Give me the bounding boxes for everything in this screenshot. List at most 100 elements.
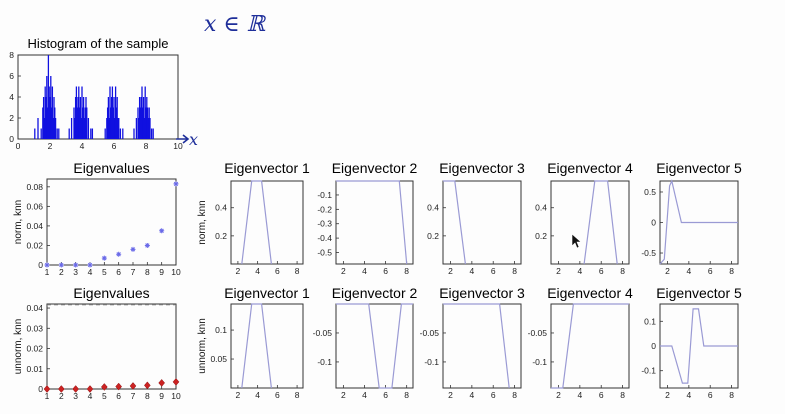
eigenvector-series-line xyxy=(443,303,510,389)
histogram-bar xyxy=(139,107,142,139)
histogram-bar xyxy=(56,128,58,139)
x-tick-label: 6 xyxy=(708,266,713,276)
chart-title-1: Histogram of the sample xyxy=(28,36,169,51)
eigenvector-series-line xyxy=(336,180,408,265)
y-tick-label: 0 xyxy=(38,384,43,394)
x-tick-label: 3 xyxy=(73,267,78,277)
y-tick-label: 0.04 xyxy=(26,221,43,231)
y-tick-label: 0.2 xyxy=(215,231,227,241)
eigenvalue-point xyxy=(129,382,137,390)
histogram-bar xyxy=(82,97,85,139)
eigenvalue-point xyxy=(86,385,94,393)
histogram-bar xyxy=(54,107,56,139)
histogram-bar xyxy=(37,118,39,139)
chart-title-5: Eigenvector 2 xyxy=(332,160,418,176)
x-tick-label: 2 xyxy=(448,390,453,400)
histogram-bar xyxy=(152,128,154,139)
histogram-bar xyxy=(142,107,144,139)
plot-frame-11 xyxy=(442,303,522,389)
histogram-bar xyxy=(86,107,88,139)
histogram-bar xyxy=(47,55,50,139)
x-tick-label: 6 xyxy=(491,390,496,400)
y-tick-label: 0.4 xyxy=(215,203,227,213)
y-tick-label: -0.5 xyxy=(317,247,332,257)
eigenvalue-point xyxy=(73,262,79,268)
eigenvalue-point xyxy=(116,251,122,257)
y-tick-label: 0.01 xyxy=(26,364,43,374)
histogram-bar xyxy=(143,118,146,139)
histogram-bar xyxy=(122,128,124,139)
y-tick-label: -0.1 xyxy=(641,366,656,376)
histogram-bar xyxy=(50,76,52,139)
y-tick-label: -0.1 xyxy=(424,357,439,367)
histogram-bar xyxy=(80,118,82,139)
histogram-bar xyxy=(76,107,78,139)
y-tick-label: 0.08 xyxy=(26,182,43,192)
plot-frame-1 xyxy=(17,54,179,140)
histogram-bar xyxy=(68,128,70,139)
x-tick-label: 6 xyxy=(275,390,280,400)
histogram-bar xyxy=(90,128,92,139)
x-tick-label: 4 xyxy=(686,390,691,400)
histogram-bar xyxy=(53,97,55,139)
histogram-bar xyxy=(46,107,49,139)
histogram-bar xyxy=(114,118,116,139)
x-tick-label: 4 xyxy=(80,141,85,151)
x-tick-label: 8 xyxy=(144,141,149,151)
y-tick-label: 0.4 xyxy=(427,203,439,213)
histogram-bar xyxy=(106,118,108,139)
eigenvector-series-line xyxy=(336,303,413,389)
eigenvalue-point xyxy=(115,382,122,391)
x-tick-label: 0 xyxy=(16,141,21,151)
histogram-bar xyxy=(106,107,109,139)
chart-title-11: Eigenvector 3 xyxy=(439,285,525,301)
x-axis-annotation-label: x xyxy=(189,130,198,149)
x-tick-label: 2 xyxy=(556,390,561,400)
y-tick-label: 4 xyxy=(9,92,14,102)
x-tick-label: 8 xyxy=(512,390,517,400)
x-tick-label: 10 xyxy=(171,391,181,401)
chart-title-7: Eigenvector 4 xyxy=(547,160,633,176)
eigenvalue-point xyxy=(43,385,51,393)
x-tick-label: 4 xyxy=(88,391,93,401)
y-tick-label: -0.3 xyxy=(317,219,332,229)
histogram-bar xyxy=(82,107,84,139)
y-tick-label: -0.4 xyxy=(317,233,332,243)
histogram-bar xyxy=(119,128,122,139)
eigenvector-series-line xyxy=(241,180,272,265)
x-tick-label: 6 xyxy=(383,390,388,400)
histogram-bar xyxy=(54,118,57,139)
eigenvalue-point xyxy=(58,385,65,393)
y-tick-label: 0.5 xyxy=(644,187,656,197)
y-tick-label: -0.5 xyxy=(641,248,656,258)
x-tick-label: 4 xyxy=(469,390,474,400)
mouse-cursor-icon xyxy=(571,233,582,249)
eigenvector-series-line xyxy=(660,308,738,384)
histogram-bar xyxy=(110,97,113,139)
histogram-bar xyxy=(44,86,46,139)
histogram-bar xyxy=(111,86,114,139)
x-tick-label: 8 xyxy=(295,390,300,400)
y-tick-label: -0.05 xyxy=(313,328,333,338)
eigenvector-series-line xyxy=(659,179,738,265)
x-tick-label: 3 xyxy=(73,391,78,401)
eigenvector-series-line xyxy=(241,303,272,389)
histogram-bar xyxy=(87,118,90,139)
x-tick-label: 4 xyxy=(255,390,260,400)
eigenvalue-point xyxy=(173,181,179,187)
eigenvalue-point xyxy=(101,255,107,261)
histogram-bar xyxy=(109,86,111,139)
plot-frame-2 xyxy=(46,178,177,266)
x-tick-label: 4 xyxy=(362,266,367,276)
histogram-bar xyxy=(138,118,140,139)
y-tick-label: -0.05 xyxy=(420,328,440,338)
eigenvalue-point xyxy=(44,262,50,268)
histogram-bar xyxy=(51,86,54,139)
y-tick-label: 0.4 xyxy=(535,203,547,213)
x-tick-label: 2 xyxy=(448,266,453,276)
chart-title-10: Eigenvector 2 xyxy=(332,285,418,301)
x-tick-label: 8 xyxy=(145,267,150,277)
plot-frame-4 xyxy=(230,180,304,265)
histogram-bar xyxy=(91,128,94,139)
histogram-bar xyxy=(85,97,87,139)
